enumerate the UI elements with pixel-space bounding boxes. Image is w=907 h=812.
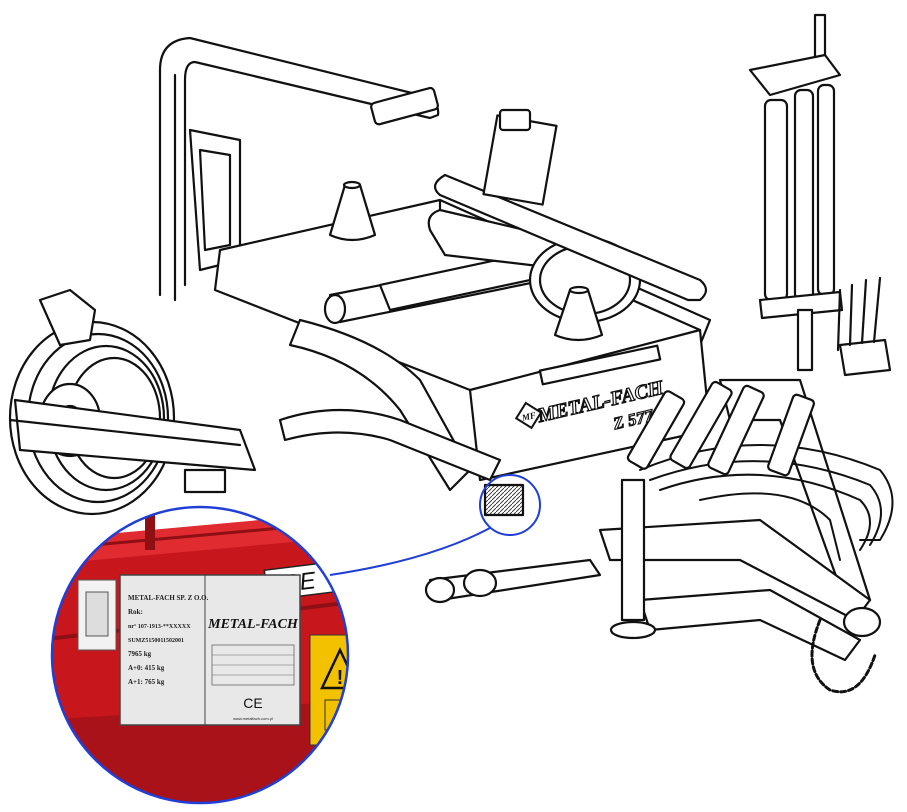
nameplate-logo: METAL-FACH [207, 617, 299, 632]
cone-left [328, 183, 377, 242]
callout-target-circle [479, 474, 541, 536]
nameplate-website: www.metalfach.com.pl [233, 716, 273, 721]
safety-chain [810, 618, 877, 694]
line-art [8, 13, 894, 694]
nameplate-line-7: A+1: 765 kg [128, 678, 165, 686]
film-mast [748, 13, 892, 377]
zoom-detail: CE METAL-FACH SP. Z O.O. Rok: nr° 107-19… [52, 507, 348, 803]
nameplate-ce: CE [243, 695, 262, 711]
nameplate: METAL-FACH SP. Z O.O. Rok: nr° 107-1913-… [119, 574, 301, 726]
nameplate-line-4: SUMZ5150011502001 [128, 638, 184, 644]
nameplate-line-6: A+0: 415 kg [128, 664, 165, 672]
panel-logo-mark: MF [520, 410, 537, 423]
nameplate-line-1: METAL-FACH SP. Z O.O. [128, 594, 209, 602]
nameplate-line-5: 7965 kg [128, 650, 152, 658]
nameplate-line-2: Rok: [128, 608, 143, 616]
cone-right [553, 288, 604, 342]
callout-leader-line [329, 527, 491, 576]
jack-stand [620, 478, 646, 622]
warning-sticker: ! [309, 634, 348, 746]
nameplate-line-3: nr° 107-1913-**XXXXX [128, 623, 191, 630]
zoom-circle-border [50, 505, 350, 805]
nameplate-location [483, 483, 525, 517]
warning-symbol: ! [337, 667, 344, 689]
